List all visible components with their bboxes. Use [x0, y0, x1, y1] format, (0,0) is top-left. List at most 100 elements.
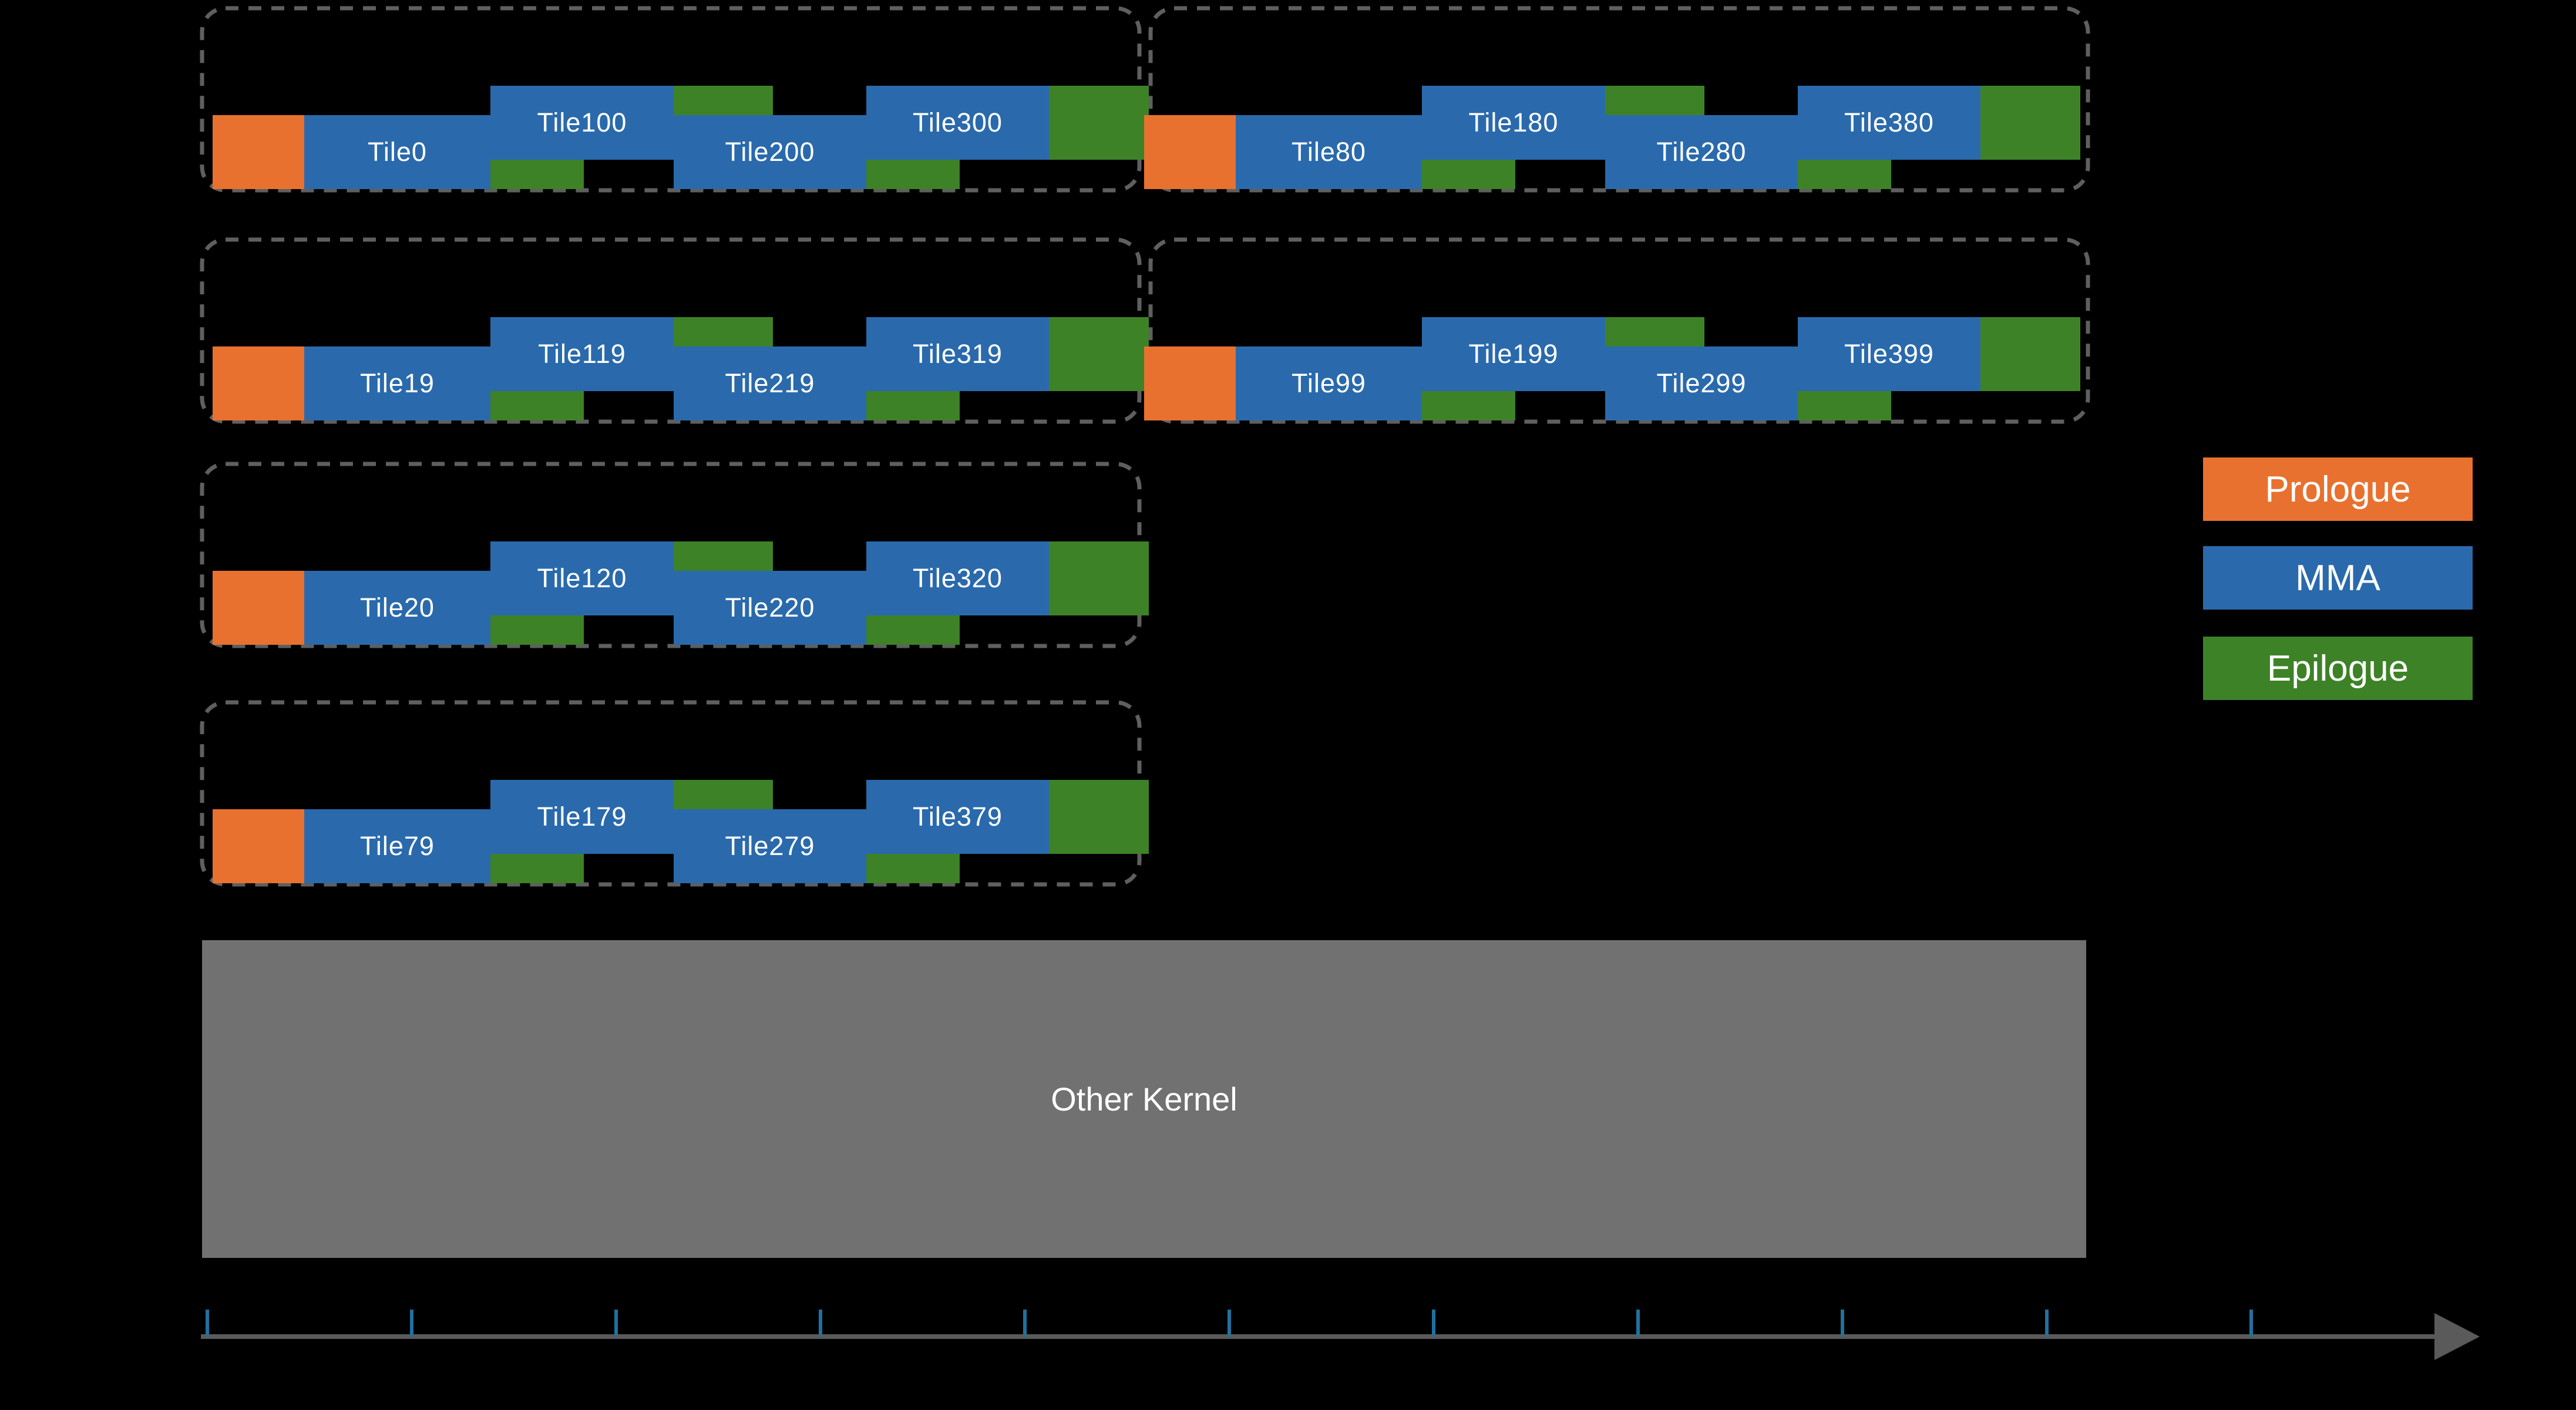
- epilogue-block: [1049, 86, 1149, 160]
- mma-block: Tile280: [1605, 115, 1798, 189]
- time-axis-tick: [1636, 1310, 1640, 1337]
- epilogue-block: [866, 160, 960, 189]
- mma-tile-label: Tile179: [537, 802, 627, 832]
- mma-tile-label: Tile80: [1292, 137, 1366, 167]
- time-axis-tick: [1432, 1310, 1435, 1337]
- mma-tile-label: Tile119: [538, 339, 626, 369]
- mma-tile-label: Tile180: [1468, 107, 1559, 137]
- mma-tile-label: Tile379: [913, 802, 1003, 832]
- mma-tile-label: Tile319: [913, 339, 1003, 369]
- mma-block: Tile299: [1605, 346, 1798, 420]
- mma-tile-label: Tile200: [725, 137, 815, 167]
- mma-block: Tile179: [490, 780, 674, 854]
- epilogue-block: [1422, 160, 1515, 189]
- mma-block: Tile100: [490, 86, 674, 160]
- mma-block: Tile399: [1798, 317, 1980, 391]
- legend-item-epilogue: Epilogue: [2203, 637, 2473, 700]
- mma-block: Tile200: [674, 115, 866, 189]
- legend-item-prologue: Prologue: [2203, 457, 2473, 521]
- mma-tile-label: Tile99: [1292, 368, 1366, 398]
- mma-tile-label: Tile100: [537, 107, 627, 137]
- mma-block: Tile20: [304, 571, 490, 645]
- epilogue-block: [490, 615, 584, 645]
- mma-block: Tile80: [1236, 115, 1422, 189]
- epilogue-block: [1605, 86, 1704, 115]
- mma-block: Tile99: [1236, 346, 1422, 420]
- mma-tile-label: Tile20: [360, 593, 435, 622]
- mma-block: Tile0: [304, 115, 490, 189]
- mma-tile-label: Tile220: [725, 593, 815, 622]
- mma-block: Tile199: [1422, 317, 1605, 391]
- prologue-block: [1144, 346, 1236, 420]
- time-axis-tick: [1228, 1310, 1231, 1337]
- time-axis-tick: [410, 1310, 413, 1337]
- mma-block: Tile219: [674, 346, 866, 420]
- epilogue-block: [490, 160, 584, 189]
- mma-block: Tile320: [866, 541, 1049, 615]
- mma-block: Tile300: [866, 86, 1049, 160]
- epilogue-block: [866, 854, 960, 883]
- mma-tile-label: Tile0: [368, 137, 427, 167]
- other-kernel-block: Other Kernel: [202, 940, 2086, 1258]
- mma-tile-label: Tile399: [1844, 339, 1934, 369]
- mma-block: Tile180: [1422, 86, 1605, 160]
- other-kernel-label: Other Kernel: [1051, 1081, 1237, 1118]
- mma-tile-label: Tile79: [360, 831, 435, 861]
- epilogue-block: [1049, 317, 1149, 391]
- time-axis-arrowhead: [2434, 1313, 2480, 1360]
- epilogue-block: [490, 854, 584, 883]
- prologue-block: [1144, 115, 1236, 189]
- prologue-block: [213, 115, 304, 189]
- mma-tile-label: Tile279: [725, 831, 815, 861]
- epilogue-block: [1049, 541, 1149, 615]
- epilogue-block: [1980, 86, 2080, 160]
- epilogue-block: [1980, 317, 2080, 391]
- mma-block: Tile220: [674, 571, 866, 645]
- time-axis-tick: [1023, 1310, 1027, 1337]
- epilogue-block: [674, 541, 773, 571]
- legend-label-prologue: Prologue: [2265, 469, 2411, 510]
- wave-box-3: [1148, 237, 2090, 424]
- epilogue-block: [1605, 317, 1704, 346]
- mma-tile-label: Tile300: [913, 107, 1003, 137]
- prologue-block: [213, 809, 304, 883]
- time-axis-tick: [614, 1310, 618, 1337]
- time-axis-tick: [206, 1310, 209, 1337]
- legend-label-epilogue: Epilogue: [2266, 648, 2409, 689]
- prologue-block: [213, 346, 304, 420]
- mma-tile-label: Tile219: [725, 368, 815, 398]
- time-axis-tick: [819, 1310, 822, 1337]
- epilogue-block: [1049, 780, 1149, 854]
- epilogue-block: [866, 615, 960, 645]
- mma-block: Tile319: [866, 317, 1049, 391]
- mma-block: Tile379: [866, 780, 1049, 854]
- mma-block: Tile19: [304, 346, 490, 420]
- epilogue-block: [674, 86, 773, 115]
- epilogue-block: [1798, 160, 1891, 189]
- epilogue-block: [1422, 391, 1515, 420]
- mma-tile-label: Tile199: [1468, 339, 1559, 369]
- time-axis-line: [201, 1334, 2434, 1339]
- epilogue-block: [1798, 391, 1891, 420]
- mma-block: Tile119: [490, 317, 674, 391]
- mma-block: Tile279: [674, 809, 866, 883]
- mma-tile-label: Tile299: [1656, 368, 1747, 398]
- mma-tile-label: Tile280: [1656, 137, 1747, 167]
- mma-tile-label: Tile320: [913, 563, 1003, 593]
- legend-label-mma: MMA: [2295, 557, 2380, 598]
- epilogue-block: [674, 317, 773, 346]
- mma-tile-label: Tile19: [360, 368, 435, 398]
- prologue-block: [213, 571, 304, 645]
- mma-block: Tile120: [490, 541, 674, 615]
- epilogue-block: [866, 391, 960, 420]
- time-axis-tick: [2045, 1310, 2049, 1337]
- wave-box-1: [1148, 6, 2090, 193]
- mma-tile-label: Tile120: [537, 563, 627, 593]
- epilogue-block: [674, 780, 773, 809]
- legend-item-mma: MMA: [2203, 546, 2473, 610]
- mma-tile-label: Tile380: [1844, 107, 1934, 137]
- time-axis-tick: [1841, 1310, 1844, 1337]
- mma-block: Tile79: [304, 809, 490, 883]
